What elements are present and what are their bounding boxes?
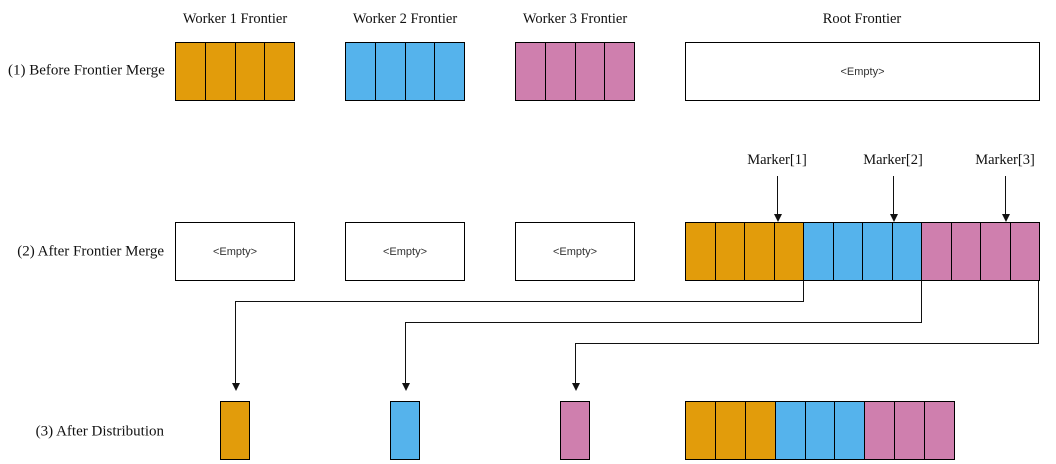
row-label-stage-1: (1) Before Frontier Merge (8, 62, 165, 79)
frontier-cell (715, 223, 745, 280)
distribution-connector-3-drop (575, 343, 576, 385)
stage2-worker-1-frontier-empty: <Empty> (175, 222, 295, 281)
frontier-cell (561, 402, 589, 459)
distribution-connector-1-horizontal (235, 301, 803, 302)
frontier-cell (545, 43, 576, 100)
frontier-cell (865, 402, 896, 459)
distribution-connector-3-stub (1038, 281, 1039, 344)
stage1-worker-3-frontier (515, 42, 635, 101)
row-label-stage-3: (3) After Distribution (35, 423, 164, 440)
stage1-root-frontier-empty: <Empty> (685, 42, 1040, 101)
frontier-cell (391, 402, 419, 459)
frontier-cell (951, 223, 981, 280)
marker-3-arrow-shaft (1005, 176, 1006, 216)
frontier-cell (516, 43, 546, 100)
stage1-worker-2-frontier (345, 42, 465, 101)
marker-label-3: Marker[3] (975, 152, 1035, 168)
column-title-worker-3-frontier: Worker 3 Frontier (522, 11, 628, 27)
column-title-worker-1-frontier: Worker 1 Frontier (182, 11, 288, 27)
frontier-cell (375, 43, 406, 100)
marker-2-arrow-head (889, 214, 898, 222)
stage1-worker-1-frontier (175, 42, 295, 101)
frontier-cell (205, 43, 236, 100)
marker-label-2: Marker[2] (863, 152, 923, 168)
frontier-cell (235, 43, 266, 100)
frontier-cell (922, 223, 952, 280)
frontier-cell (435, 43, 464, 100)
frontier-cell (176, 43, 206, 100)
frontier-cell (575, 43, 606, 100)
stage3-worker-1-frontier (220, 401, 250, 460)
frontier-cell (1010, 223, 1039, 280)
frontier-cell (745, 402, 776, 459)
frontier-cell (804, 223, 834, 280)
frontier-cell (892, 223, 922, 280)
frontier-cell (863, 223, 893, 280)
frontier-cell (775, 402, 806, 459)
stage3-root-frontier (685, 401, 955, 460)
stage3-worker-3-frontier (560, 401, 590, 460)
frontier-cell (715, 402, 746, 459)
empty-label: <Empty> (212, 245, 258, 258)
frontier-cell (835, 402, 866, 459)
frontier-cell (925, 402, 955, 459)
frontier-cell (774, 223, 804, 280)
distribution-connector-2-horizontal (405, 322, 921, 323)
stage3-worker-2-frontier (390, 401, 420, 460)
column-title-worker-2-frontier: Worker 2 Frontier (352, 11, 458, 27)
stage2-root-frontier-merged (685, 222, 1040, 281)
distribution-connector-2-drop (405, 322, 406, 385)
frontier-cell (686, 223, 716, 280)
frontier-cell (805, 402, 836, 459)
distribution-connector-1-drop (235, 301, 236, 385)
frontier-cell (221, 402, 249, 459)
empty-label: <Empty> (382, 245, 428, 258)
stage2-worker-3-frontier-empty: <Empty> (515, 222, 635, 281)
row-label-stage-2: (2) After Frontier Merge (17, 243, 164, 260)
frontier-cell (686, 402, 716, 459)
frontier-cell (265, 43, 294, 100)
marker-2-arrow-shaft (893, 176, 894, 216)
empty-label: <Empty> (840, 65, 885, 78)
distribution-arrow-head-2 (401, 383, 410, 391)
distribution-connector-2-stub (921, 281, 922, 323)
frontier-cell (981, 223, 1011, 280)
frontier-cell (605, 43, 634, 100)
distribution-arrow-head-3 (571, 383, 580, 391)
distribution-connector-3-horizontal (575, 343, 1038, 344)
distribution-connector-1-stub (803, 281, 804, 302)
frontier-cell (405, 43, 436, 100)
frontier-cell (833, 223, 863, 280)
column-title-root-frontier: Root Frontier (822, 11, 902, 27)
marker-1-arrow-shaft (777, 176, 778, 216)
marker-1-arrow-head (773, 214, 782, 222)
marker-label-1: Marker[1] (747, 152, 807, 168)
empty-label: <Empty> (552, 245, 598, 258)
frontier-cell (346, 43, 376, 100)
frontier-cell (745, 223, 775, 280)
distribution-arrow-head-1 (231, 383, 240, 391)
marker-3-arrow-head (1001, 214, 1010, 222)
frontier-cell (895, 402, 926, 459)
stage2-worker-2-frontier-empty: <Empty> (345, 222, 465, 281)
